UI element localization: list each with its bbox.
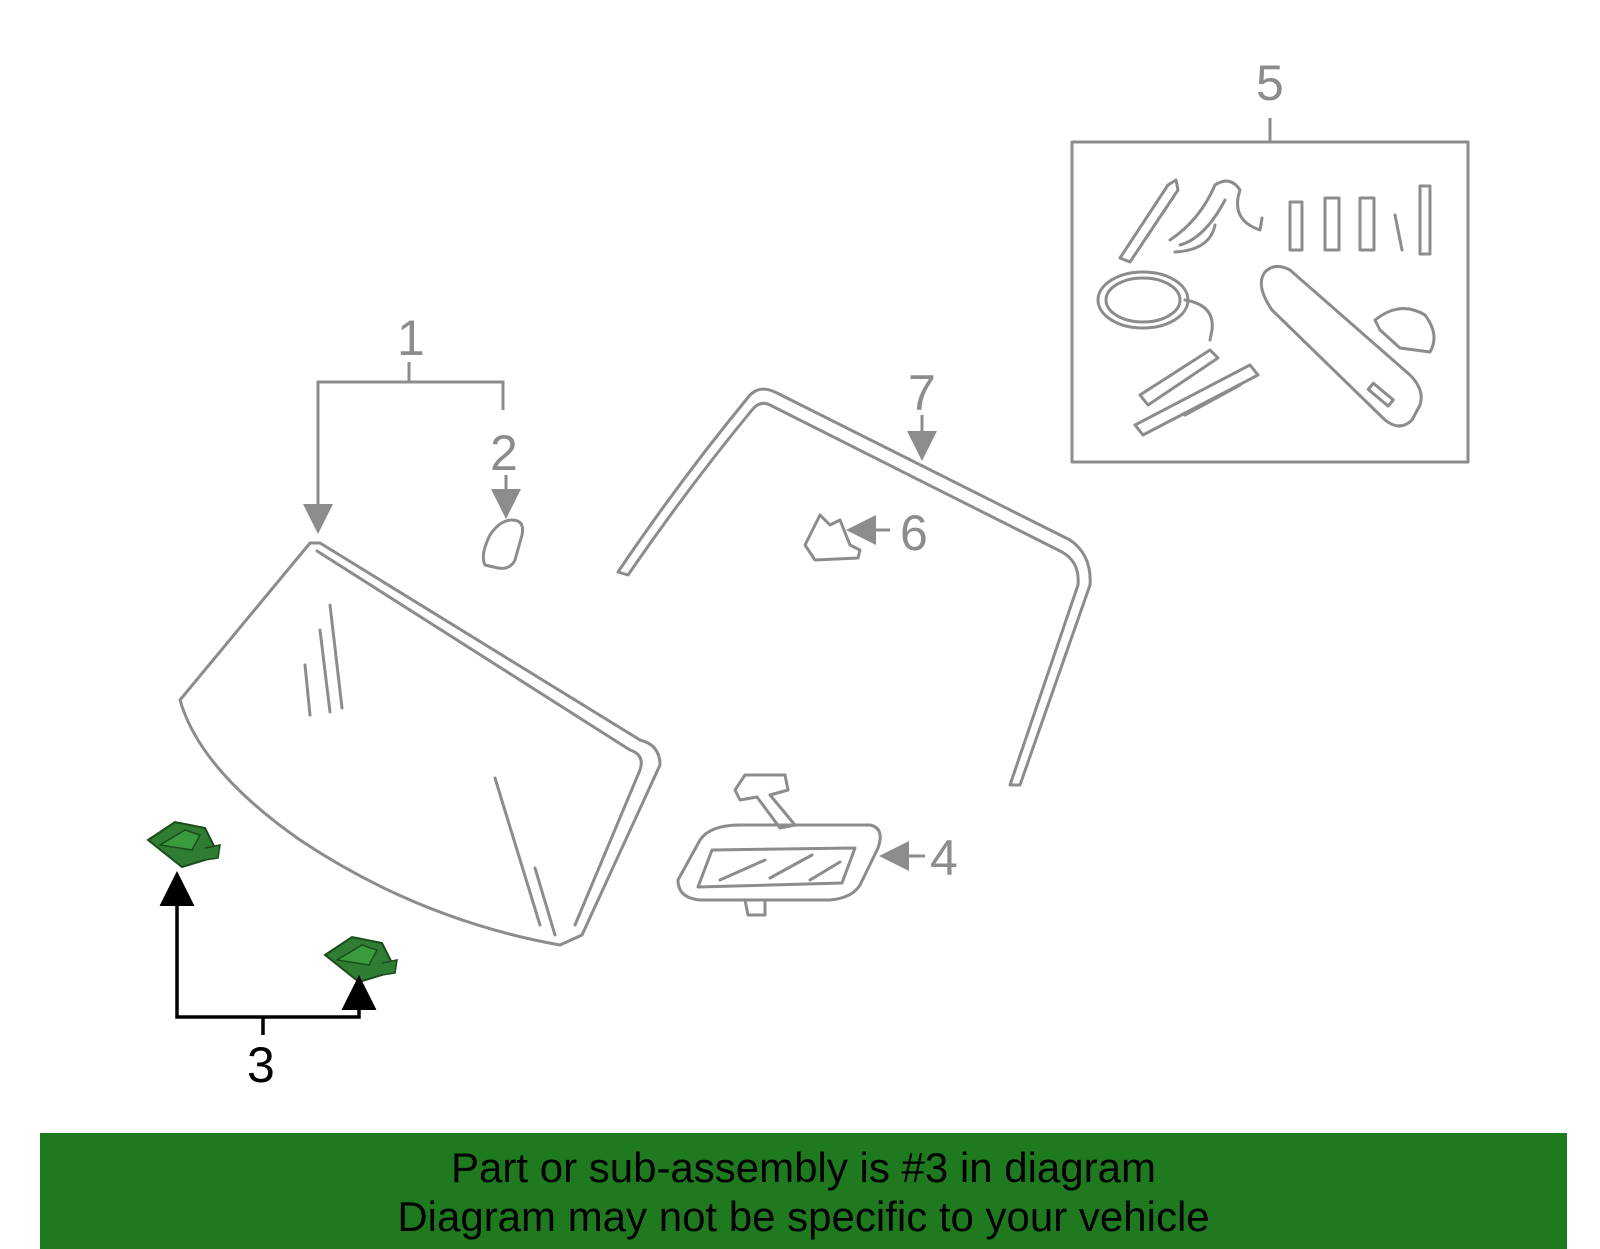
callout-7[interactable]: 7 <box>908 365 936 421</box>
clip-part-6[interactable] <box>803 513 862 562</box>
callout-3[interactable]: 3 <box>247 1037 275 1093</box>
callout-1[interactable]: 1 <box>397 310 425 366</box>
callout-4[interactable]: 4 <box>930 830 958 886</box>
molding-part-7[interactable] <box>616 387 1092 787</box>
callout-6[interactable]: 6 <box>900 505 928 561</box>
leader-line-1 <box>303 362 505 534</box>
leader-line-3 <box>159 871 377 1035</box>
bracket-3-lower[interactable] <box>323 935 398 984</box>
bracket-part-3[interactable] <box>146 820 398 984</box>
mirror-part-4[interactable] <box>676 773 882 917</box>
bracket-3-upper[interactable] <box>146 820 221 869</box>
notice-banner: Part or sub-assembly is #3 in diagram Di… <box>40 1133 1567 1249</box>
sensor-cover-part-2[interactable] <box>481 518 524 570</box>
callout-2[interactable]: 2 <box>490 425 518 481</box>
windshield-part-1[interactable] <box>178 541 662 947</box>
banner-line-part: Part or sub-assembly is #3 in diagram <box>451 1144 1156 1191</box>
banner-line-disclaimer: Diagram may not be specific to your vehi… <box>397 1193 1210 1240</box>
mirror-kit-part-5[interactable] <box>1070 140 1470 464</box>
callout-5[interactable]: 5 <box>1256 55 1284 111</box>
